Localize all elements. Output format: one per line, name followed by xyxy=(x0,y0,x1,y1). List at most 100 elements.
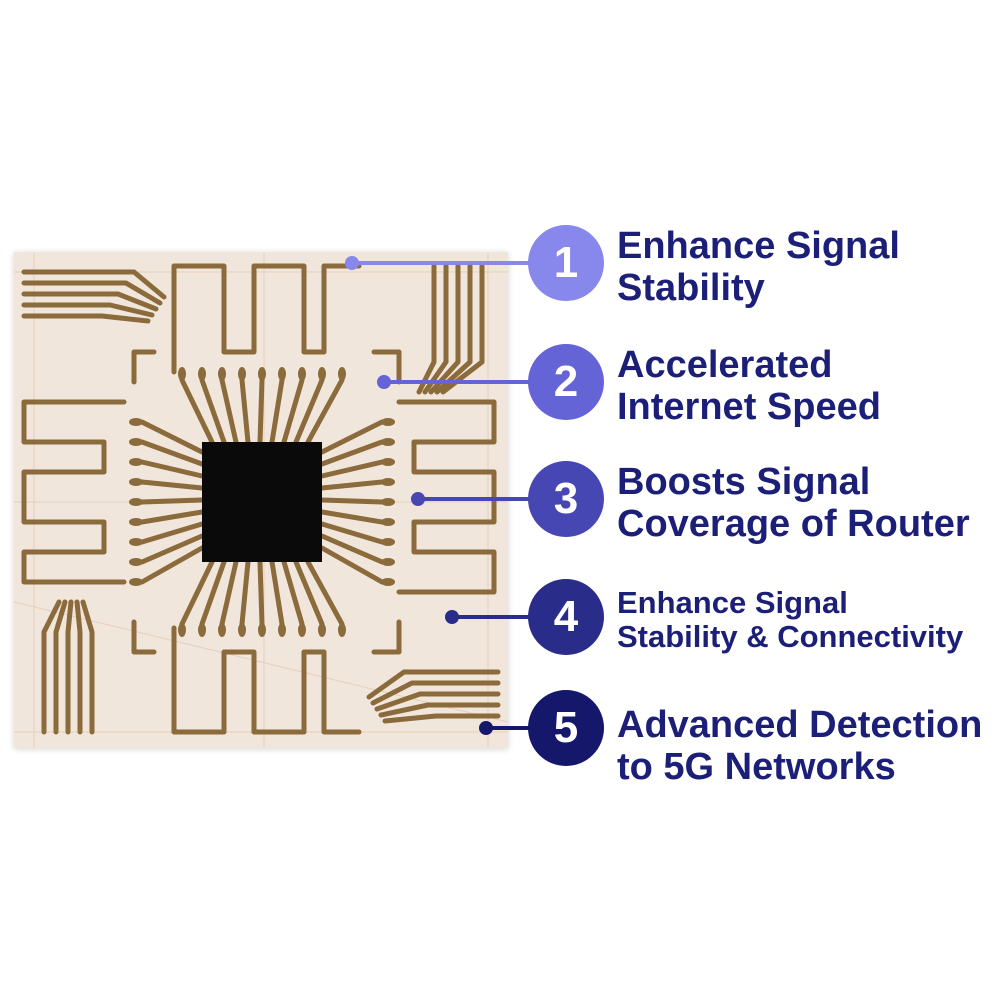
chip-lead-top-6 xyxy=(281,377,305,445)
chip-lead-bottom-8 xyxy=(305,559,345,627)
chip-pad xyxy=(129,498,143,506)
chip-lead-right-2 xyxy=(319,459,385,479)
chip-lead-top-2 xyxy=(219,377,239,445)
chip-pad xyxy=(238,623,246,637)
chip-pad xyxy=(129,558,143,566)
corner-fan-trace-tl-1 xyxy=(21,280,163,306)
chip-lead-left-6 xyxy=(139,521,205,545)
chip-lead-bottom-4 xyxy=(257,559,265,627)
chip-lead-top-3 xyxy=(239,377,251,445)
badge-2: 2 xyxy=(528,344,604,420)
chip-lead-left-8 xyxy=(139,545,205,585)
chip-lead-left-4 xyxy=(139,497,205,505)
lower-frame-trace xyxy=(131,619,402,655)
left-meander-trace xyxy=(21,399,127,585)
upper-frame-trace xyxy=(131,349,402,385)
corner-fan-trace-br-2 xyxy=(374,691,501,712)
corner-fan-trace-tl-2 xyxy=(21,291,159,312)
corner-fan-trace-tl-4 xyxy=(21,313,151,324)
chip-lead-right-0 xyxy=(319,419,385,455)
chip-pad xyxy=(198,623,206,637)
chip-pad xyxy=(178,367,186,381)
chip-pad xyxy=(129,578,143,586)
chip-pad xyxy=(129,438,143,446)
feature-5-line2: to 5G Networks xyxy=(617,745,896,788)
feature-label-1: Enhance Signal Stability xyxy=(617,225,900,310)
corner-fan-trace-br-4 xyxy=(382,713,501,724)
chip-pad xyxy=(338,367,346,381)
feature-label-4: Enhance Signal Stability & Connectivity xyxy=(617,585,964,655)
chip-pad xyxy=(381,578,395,586)
chip-lead-right-4 xyxy=(319,497,385,505)
chip-pad xyxy=(278,623,286,637)
chip-pad xyxy=(258,623,266,637)
chip-lead-right-3 xyxy=(319,479,385,491)
chip-pad xyxy=(129,418,143,426)
chip-pad xyxy=(129,518,143,526)
chip-lead-left-7 xyxy=(139,533,205,565)
chip-pad xyxy=(381,478,395,486)
feature-3-line2: Coverage of Router xyxy=(617,502,970,545)
chip-pad xyxy=(129,478,143,486)
chip-pad xyxy=(218,367,226,381)
feature-2-line1: Accelerated xyxy=(617,344,833,386)
chip-pad xyxy=(238,367,246,381)
chip-lead-bottom-0 xyxy=(179,559,215,627)
chip-pad xyxy=(218,623,226,637)
chip-pad xyxy=(338,623,346,637)
corner-fan-trace-br-3 xyxy=(378,702,501,718)
feature-label-5: Advanced Detection to 5G Networks xyxy=(617,704,983,789)
badge-3: 3 xyxy=(528,461,604,537)
badge-4: 4 xyxy=(528,579,604,655)
chip-pad xyxy=(381,518,395,526)
feature-1-line2: Stability xyxy=(617,266,765,309)
feature-1-line1: Enhance Signal xyxy=(617,225,900,267)
chip-pad xyxy=(129,538,143,546)
feature-2-line2: Internet Speed xyxy=(617,385,881,428)
chip-lead-bottom-1 xyxy=(199,559,227,627)
chip-lead-top-0 xyxy=(179,377,215,445)
corner-fan-trace-tl-3 xyxy=(21,302,155,318)
chip-lead-bottom-5 xyxy=(269,559,285,627)
feature-label-3: Boosts Signal Coverage of Router xyxy=(617,461,970,546)
feature-4-line2: Stability & Connectivity xyxy=(617,619,964,655)
chip-lead-top-7 xyxy=(293,377,325,445)
corner-fan-trace-br-0 xyxy=(366,669,501,700)
chip-lead-top-5 xyxy=(269,377,285,445)
corner-fan-trace-bl-1 xyxy=(53,599,68,735)
chip-lead-top-1 xyxy=(199,377,227,445)
chip-lead-bottom-3 xyxy=(239,559,251,627)
chip-pad xyxy=(381,498,395,506)
chip-lead-right-6 xyxy=(319,521,385,545)
chip-lead-right-8 xyxy=(319,545,385,585)
antenna-chip xyxy=(202,442,322,562)
chip-lead-bottom-2 xyxy=(219,559,239,627)
chip-lead-right-1 xyxy=(319,439,385,467)
feature-5-line1: Advanced Detection xyxy=(617,704,983,746)
chip-lead-bottom-6 xyxy=(281,559,305,627)
chip-lead-left-0 xyxy=(139,419,205,455)
chip-pad xyxy=(381,438,395,446)
corner-fan-trace-bl-3 xyxy=(74,599,83,735)
chip-pad xyxy=(381,538,395,546)
badge-1: 1 xyxy=(528,225,604,301)
chip-pad xyxy=(129,458,143,466)
feature-3-line1: Boosts Signal xyxy=(617,461,871,503)
chip-pad xyxy=(318,623,326,637)
corner-fan-trace-bl-0 xyxy=(41,599,62,735)
chip-pad xyxy=(178,623,186,637)
chip-pad xyxy=(381,558,395,566)
chip-lead-left-2 xyxy=(139,459,205,479)
corner-fan-trace-tl-0 xyxy=(21,269,167,300)
chip-lead-top-4 xyxy=(257,377,265,445)
chip-lead-left-1 xyxy=(139,439,205,467)
chip-pad xyxy=(318,367,326,381)
chip-pad xyxy=(381,458,395,466)
top-meander-trace xyxy=(171,263,362,375)
chip-pads xyxy=(129,367,395,637)
chip-pad xyxy=(198,367,206,381)
chip-lead-left-5 xyxy=(139,509,205,525)
chip-pad xyxy=(298,367,306,381)
bottom-meander-trace xyxy=(171,625,362,735)
feature-4-line1: Enhance Signal xyxy=(617,585,848,620)
